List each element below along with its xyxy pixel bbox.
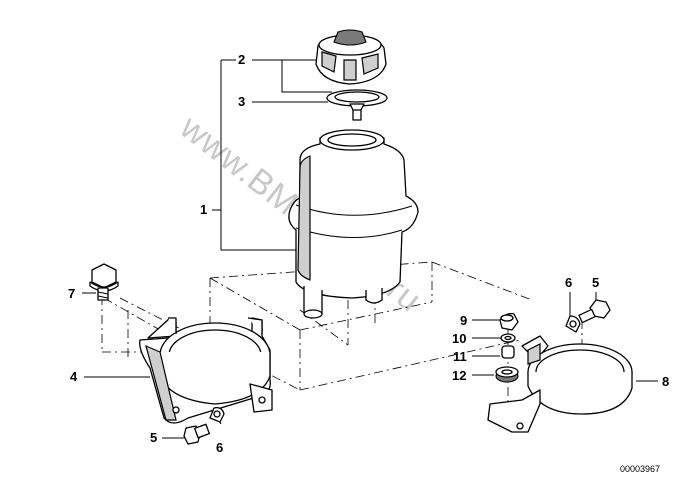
callout-8: 8 xyxy=(662,374,669,389)
seal-ring xyxy=(326,89,388,121)
right-holder-bracket xyxy=(487,335,633,433)
left-holder-bracket xyxy=(139,317,273,424)
callout-2: 2 xyxy=(238,52,245,67)
callout-6-right: 6 xyxy=(565,275,572,290)
callout-12: 12 xyxy=(452,368,466,383)
callout-11: 11 xyxy=(453,349,467,364)
reservoir-cap xyxy=(315,29,387,85)
washer-6-left xyxy=(209,406,225,423)
callout-9: 9 xyxy=(460,313,467,328)
callout-4: 4 xyxy=(70,369,78,384)
callout-5-right: 5 xyxy=(592,275,599,290)
callout-6-left: 6 xyxy=(216,440,223,455)
leader-lines xyxy=(82,59,658,439)
callout-10: 10 xyxy=(452,331,466,346)
callout-5-left: 5 xyxy=(150,430,157,445)
document-number: 00003967 xyxy=(620,464,660,474)
oil-reservoir xyxy=(288,129,419,319)
hex-bolt-7 xyxy=(89,263,119,301)
hex-bolt-5-right xyxy=(578,299,611,324)
callout-3: 3 xyxy=(238,94,245,109)
washer-6-right xyxy=(565,315,581,333)
hex-bolt-5-left xyxy=(183,423,210,445)
mounting-grommet-stack xyxy=(495,312,519,383)
callout-7: 7 xyxy=(68,286,75,301)
callout-1: 1 xyxy=(200,202,207,217)
